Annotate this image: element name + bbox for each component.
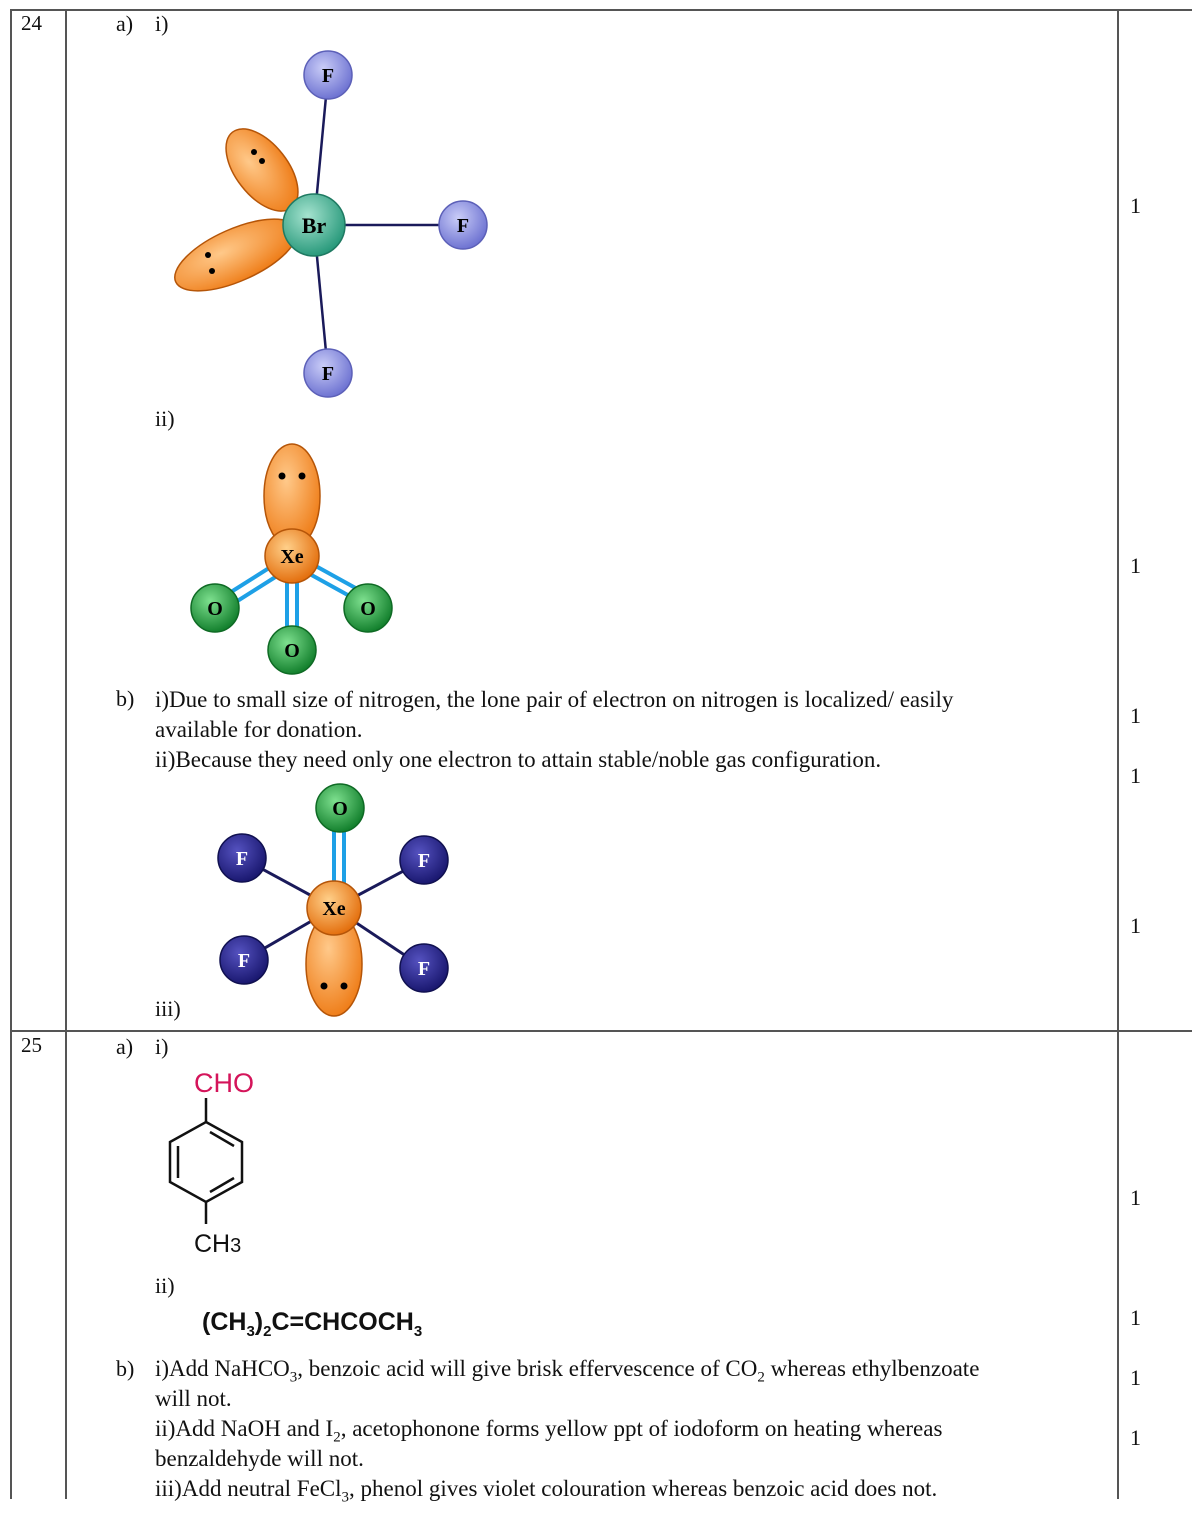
brf3-structure: F F F Br	[174, 50, 488, 398]
xenon-atom: Xe	[264, 528, 320, 584]
mark: 1	[1130, 1425, 1141, 1450]
column-divider-marks	[1117, 9, 1119, 1499]
svg-text:Br: Br	[302, 213, 327, 238]
fluorine-atom: F	[219, 935, 269, 985]
oxygen-atom: O	[315, 783, 365, 833]
xenon-atom: Xe	[306, 880, 362, 936]
bromine-atom: Br	[282, 193, 346, 257]
mark: 1	[1130, 1185, 1141, 1210]
fluorine-atom: F	[399, 835, 449, 885]
answer-b-ii-line2: benzaldehyde will not.	[155, 1446, 364, 1471]
mark: 1	[1130, 763, 1141, 788]
sub-i-label: i)	[155, 11, 169, 36]
mark: 1	[1130, 913, 1141, 938]
answer-b-ii: ii)Because they need only one electron t…	[155, 747, 882, 772]
fluorine-atom: F	[217, 833, 267, 883]
svg-text:F: F	[418, 850, 430, 872]
answer-b-iii: iii)Add neutral FeCl3, phenol gives viol…	[155, 1476, 938, 1506]
answer-b-ii: ii)Add NaOH and I2, acetophonone forms y…	[155, 1416, 943, 1446]
svg-text:O: O	[360, 598, 376, 620]
sub-i-label: i)	[155, 1034, 169, 1059]
svg-text:F: F	[322, 363, 334, 385]
part-a-label: a)	[116, 11, 134, 36]
question-number-25: 25	[21, 1033, 42, 1057]
table-top-border	[10, 9, 1192, 11]
benzene-ring	[168, 1098, 244, 1224]
svg-text:O: O	[284, 640, 300, 662]
part-a-label: a)	[116, 1034, 134, 1059]
sub-iii-label: iii)	[155, 996, 181, 1021]
answer-b-i: i)Add NaHCO3, benzoic acid will give bri…	[155, 1356, 980, 1386]
svg-text:F: F	[418, 958, 430, 980]
svg-text:O: O	[332, 798, 348, 820]
fluorine-atom: F	[399, 943, 449, 993]
sub-ii-label: ii)	[155, 1273, 175, 1298]
svg-text:F: F	[236, 848, 248, 870]
oxygen-atom: O	[343, 583, 393, 633]
mark: 1	[1130, 1365, 1141, 1390]
mark: 1	[1130, 703, 1141, 728]
mark: 1	[1130, 193, 1141, 218]
fluorine-atom: F	[438, 200, 488, 250]
sub-ii-label: ii)	[155, 406, 175, 431]
part-b-label: b)	[116, 1356, 135, 1381]
svg-text:Xe: Xe	[322, 898, 345, 920]
svg-text:F: F	[322, 65, 334, 87]
mark: 1	[1130, 1305, 1141, 1330]
fluorine-atom: F	[303, 348, 353, 398]
formula-mesityl-oxide: (CH3)2C=CHCOCH3	[202, 1308, 423, 1340]
cho-group-label: CHO	[194, 1068, 254, 1098]
xeof4-structure: Xe O F F F F	[217, 783, 449, 1017]
part-b-label: b)	[116, 686, 135, 711]
row-divider	[10, 1030, 1192, 1032]
oxygen-atom: O	[190, 583, 240, 633]
question-number-24: 24	[21, 11, 42, 35]
fluorine-atom: F	[303, 50, 353, 100]
svg-text:O: O	[207, 598, 223, 620]
oxygen-atom: O	[267, 625, 317, 675]
ch3-group-label: CH3	[194, 1230, 242, 1258]
svg-text:F: F	[238, 950, 250, 972]
svg-text:F: F	[457, 215, 469, 237]
answer-b-i-line2: available for donation.	[155, 717, 363, 742]
column-divider-number	[65, 9, 67, 1499]
svg-text:Xe: Xe	[280, 546, 303, 568]
xeo3-structure: Xe O O O	[190, 443, 393, 675]
answer-b-i-line1: i)Due to small size of nitrogen, the lon…	[155, 687, 954, 712]
mark: 1	[1130, 553, 1141, 578]
answer-b-i-line2: will not.	[155, 1386, 232, 1411]
table-left-border	[10, 9, 12, 1499]
